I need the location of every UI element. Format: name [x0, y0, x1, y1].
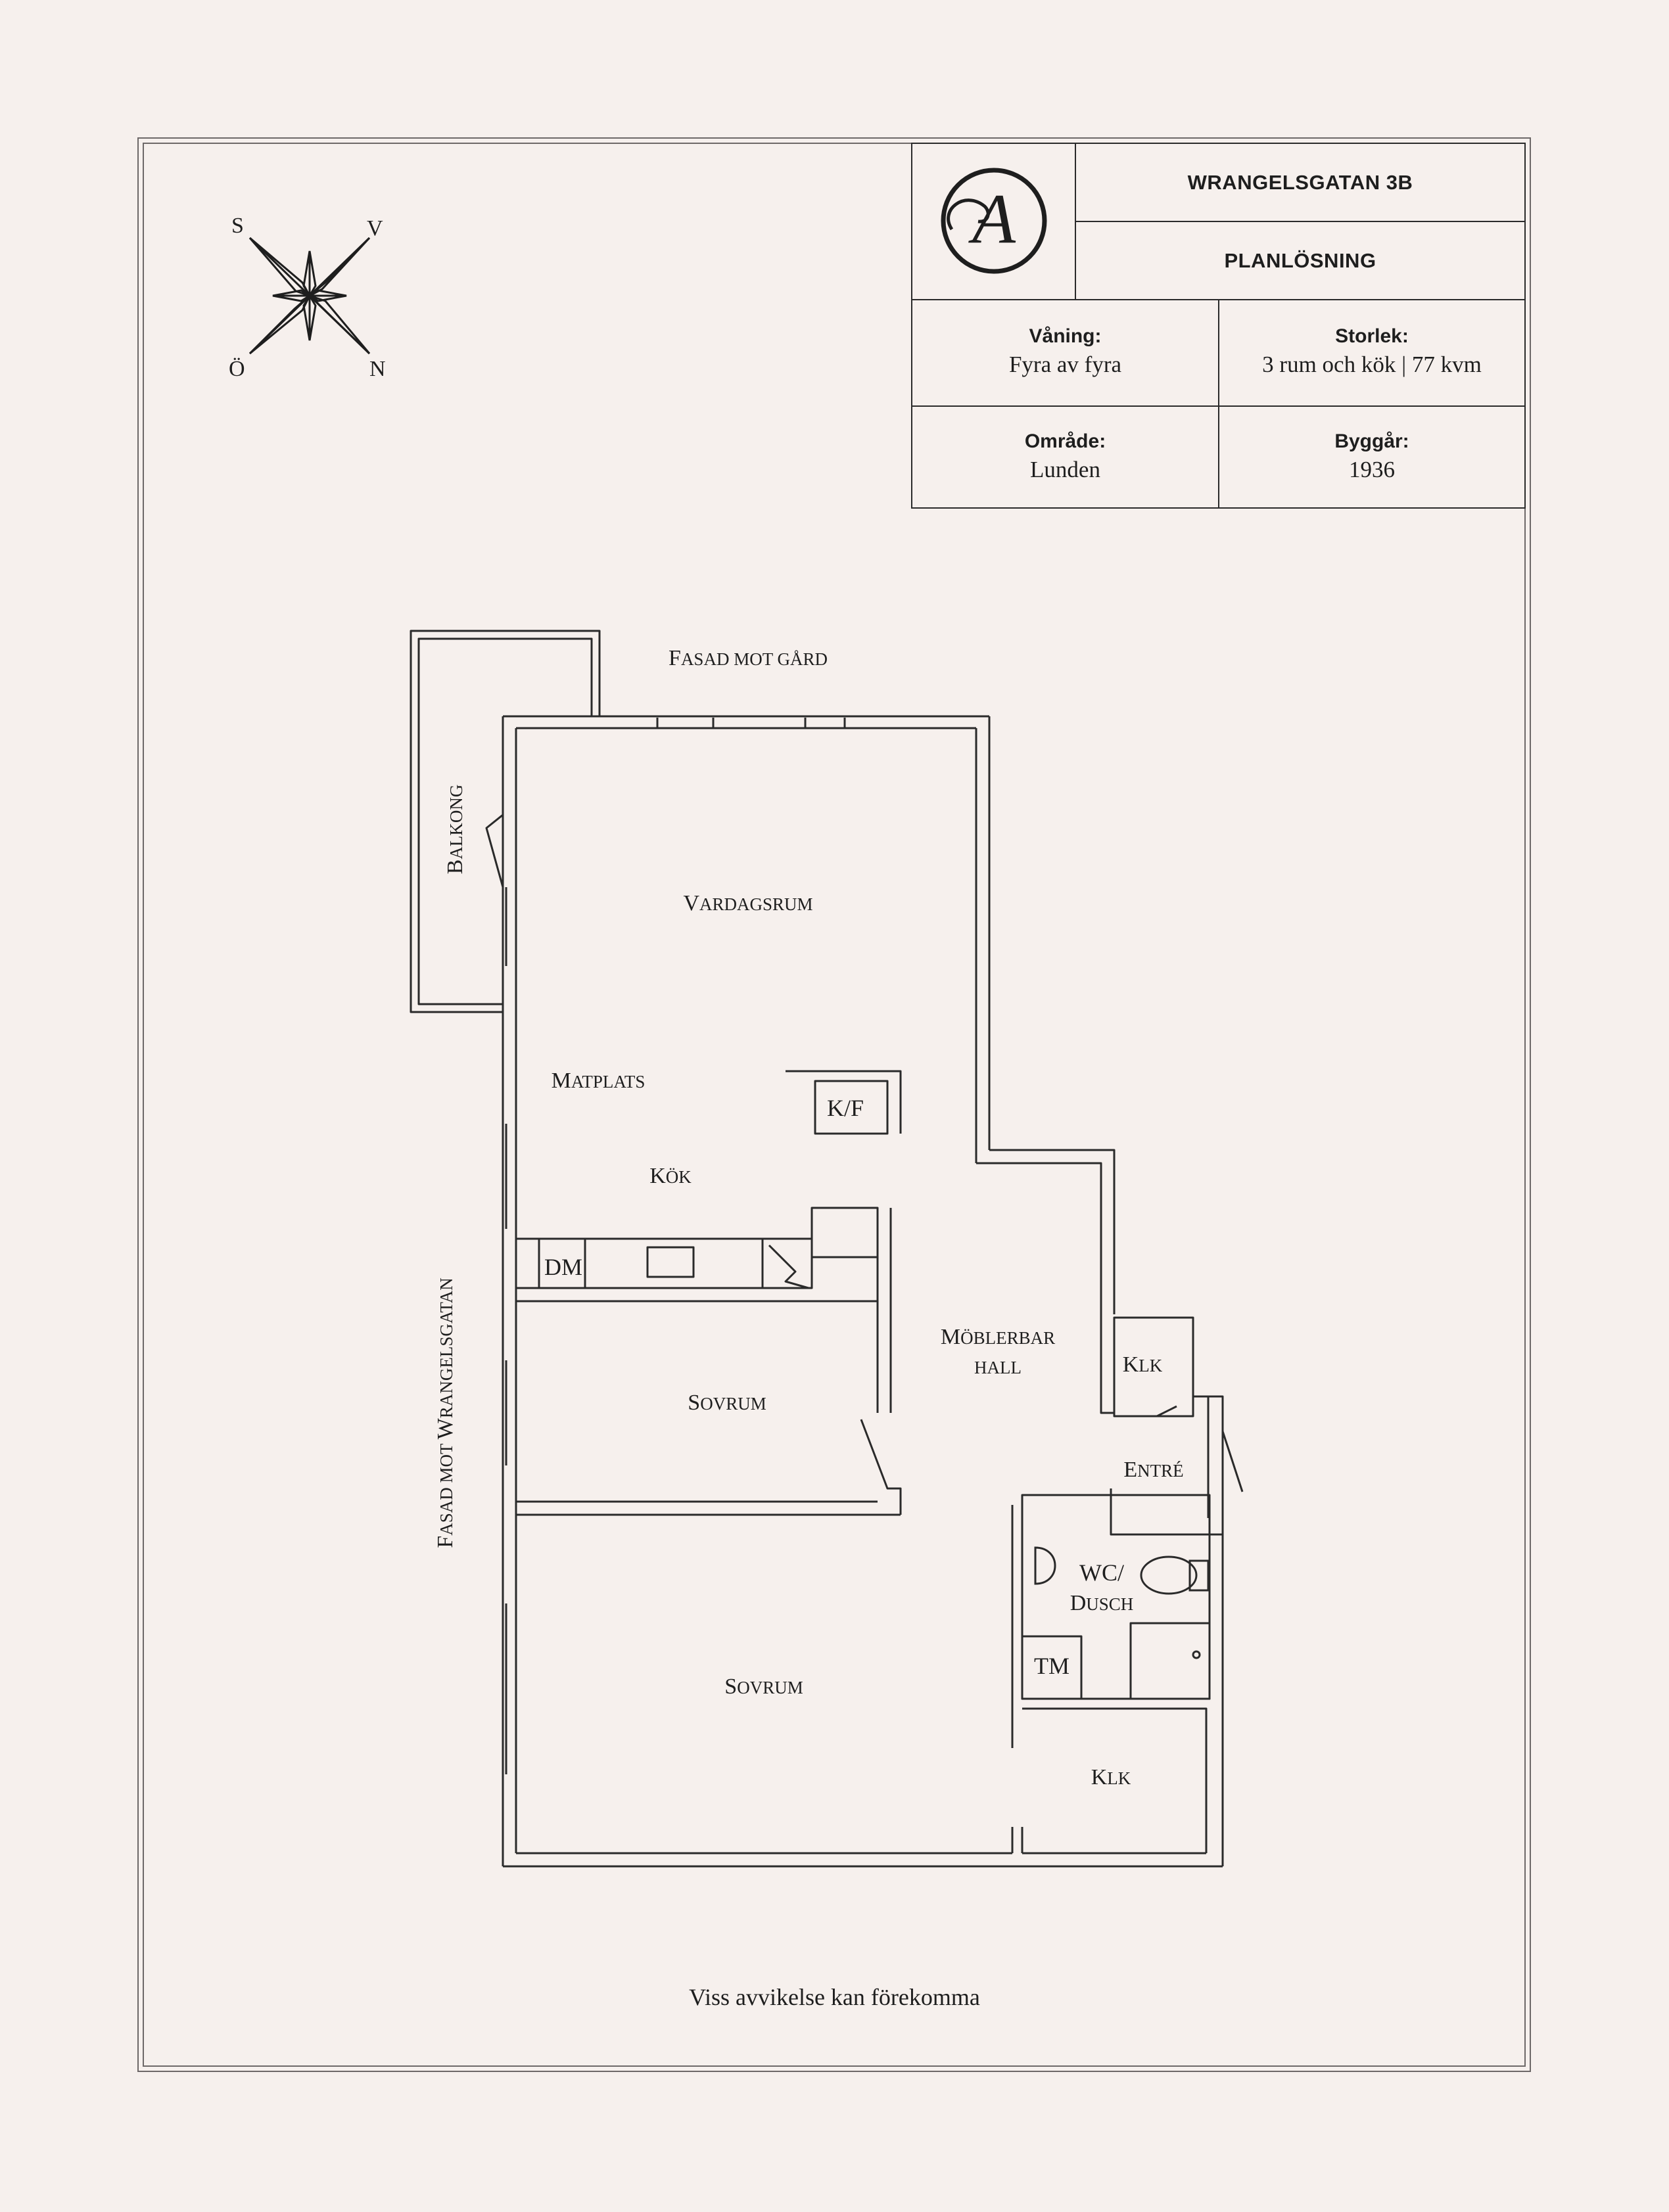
- logo-monogram-icon: A: [941, 168, 1047, 274]
- area-value: Lunden: [1030, 457, 1100, 482]
- closet-1-label: KLK: [1123, 1352, 1163, 1377]
- closet-2-label: KLK: [1091, 1765, 1131, 1789]
- floor-label: Våning:: [1029, 325, 1102, 347]
- compass-s-label: S: [231, 214, 244, 238]
- kitchen-label: KÖK: [649, 1164, 692, 1188]
- size-value: 3 rum och kök | 77 kvm: [1262, 352, 1482, 377]
- facade-yard-label: FASAD MOT GÅRD: [669, 646, 828, 670]
- year-cell: Byggår: 1936: [1218, 405, 1526, 509]
- washer-label: TM: [1034, 1653, 1070, 1679]
- area-label: Område:: [1024, 430, 1106, 452]
- disclaimer-text: Viss avvikelse kan förekomma: [689, 1984, 980, 2010]
- title-block: A WRANGELSGATAN 3B PLANLÖSNING Våning: F…: [911, 143, 1526, 509]
- facade-street-label: FASAD MOT WRANGELSGATAN: [433, 1278, 458, 1548]
- address-title: WRANGELSGATAN 3B: [1187, 170, 1413, 194]
- fridge-label: K/F: [827, 1095, 864, 1121]
- walls: [410, 630, 1244, 1868]
- compass-v-label: V: [367, 216, 383, 241]
- year-value: 1936: [1349, 457, 1395, 482]
- entrance-label: ENTRÉ: [1123, 1458, 1183, 1482]
- hall-label-line2: HALL: [974, 1358, 1022, 1377]
- area-cell: Område: Lunden: [911, 405, 1219, 509]
- fixtures: [1034, 1546, 1210, 1659]
- dishwasher-label: DM: [544, 1254, 582, 1280]
- document-type: PLANLÖSNING: [1224, 248, 1376, 272]
- dining-label: MATPLATS: [552, 1069, 646, 1093]
- bathroom-label-line1: WC/: [1079, 1559, 1124, 1586]
- year-label: Byggår:: [1334, 430, 1409, 452]
- balcony-label: BALKONG: [443, 785, 467, 875]
- outer-border: [137, 137, 1531, 2072]
- bedroom-1-label: SOVRUM: [688, 1391, 766, 1415]
- size-label: Storlek:: [1335, 325, 1409, 347]
- hall-label-line1: MÖBLERBAR: [941, 1325, 1055, 1349]
- floor-value: Fyra av fyra: [1008, 352, 1122, 377]
- compass-n-label: N: [369, 357, 386, 381]
- compass-rose-icon: S V Ö N: [229, 214, 386, 381]
- compass-o-label: Ö: [229, 357, 245, 381]
- bathroom-label-line2: DUSCH: [1070, 1591, 1134, 1615]
- living-room-label: VARDAGSRUM: [683, 891, 812, 915]
- floor-cell: Våning: Fyra av fyra: [911, 299, 1219, 407]
- bedroom-2-label: SOVRUM: [724, 1674, 803, 1699]
- logo-initial: A: [968, 180, 1016, 258]
- inner-border: [143, 143, 1526, 2067]
